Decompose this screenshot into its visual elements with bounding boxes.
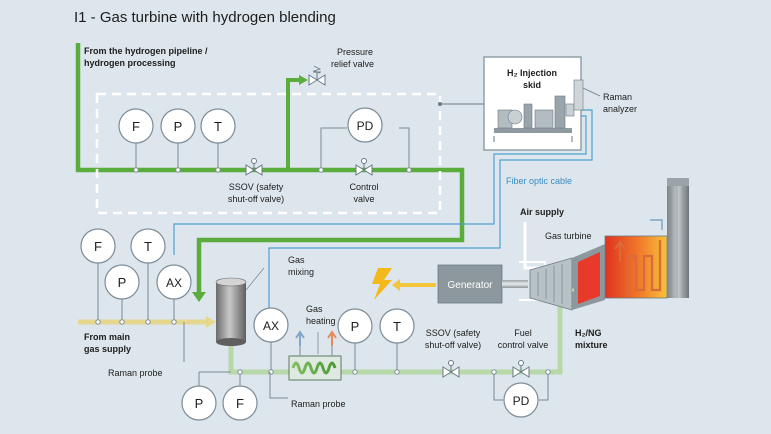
- hydrogen-pipe: [75, 43, 465, 296]
- instrument-pd-bottom: PD: [491, 369, 551, 418]
- label-main-gas-2: gas supply: [84, 344, 131, 354]
- electricity-icon: [372, 268, 392, 300]
- svg-text:P: P: [174, 119, 183, 134]
- label-gas-mixing-2: mixing: [288, 267, 314, 277]
- label-pressure-relief-2: relief valve: [331, 59, 374, 69]
- pressure-relief-valve: [308, 65, 326, 86]
- label-fuel-control-2: control valve: [498, 340, 549, 350]
- svg-text:T: T: [144, 239, 152, 254]
- gas-turbine: [519, 219, 668, 311]
- label-air-supply: Air supply: [520, 207, 564, 217]
- exhaust-stack: [667, 178, 689, 298]
- label-h2-source-1: From the hydrogen pipeline /: [84, 46, 208, 56]
- instrument-t-top: T: [200, 108, 236, 173]
- relief-branch-arrow: [299, 75, 308, 85]
- label-control-valve-1: Control: [349, 182, 378, 192]
- instrument-pd-top: PD: [318, 107, 412, 173]
- generator: Generator: [437, 264, 503, 304]
- instrument-p-top: P: [160, 108, 196, 173]
- svg-text:AX: AX: [166, 276, 182, 290]
- injection-skid-boundary: [95, 92, 442, 215]
- svg-text:F: F: [236, 396, 244, 411]
- natural-gas-arrow: [206, 316, 216, 328]
- label-ssov-top-1: SSOV (safety: [229, 182, 284, 192]
- label-mixture-1: H₂/NG: [575, 328, 602, 338]
- label-h2-source-2: hydrogen processing: [84, 58, 176, 68]
- skid-title-line1: H₂ Injection: [507, 68, 557, 78]
- label-raman-probe-bottom: Raman probe: [291, 399, 346, 409]
- svg-text:T: T: [393, 319, 401, 334]
- label-ssov-bottom-2: shut-off valve): [425, 340, 481, 350]
- relief-branch-pipe: [286, 78, 302, 170]
- hydrogen-flow-arrow: [192, 292, 206, 302]
- svg-text:F: F: [94, 239, 102, 254]
- label-fuel-control-1: Fuel: [514, 328, 532, 338]
- raman-probe-bottom-line: [269, 372, 288, 399]
- label-raman-analyzer-1: Raman: [603, 92, 632, 102]
- ssov-valve-top: [245, 158, 263, 176]
- gas-mixing-leader: [245, 267, 265, 291]
- skid-title-line2: skid: [523, 80, 541, 90]
- label-gas-turbine: Gas turbine: [545, 231, 592, 241]
- ssov-valve-bottom: [442, 360, 460, 378]
- svg-text:AX: AX: [263, 319, 279, 333]
- h2-injection-skid: H₂ Injection skid: [483, 56, 601, 151]
- label-ssov-top-2: shut-off valve): [228, 194, 284, 204]
- label-gas-heating-1: Gas: [306, 304, 323, 314]
- fiber-optic-cable-2: [173, 115, 587, 255]
- svg-text:PD: PD: [513, 394, 530, 408]
- label-gas-mixing-1: Gas: [288, 255, 305, 265]
- gas-heating-unit: [288, 330, 342, 381]
- label-gas-heating-2: heating: [306, 316, 336, 326]
- instrument-f-top: F: [118, 108, 154, 173]
- instrument-f-bottom: F: [222, 369, 258, 421]
- svg-text:P: P: [118, 275, 127, 290]
- control-valve-top: [355, 158, 373, 176]
- label-control-valve-2: valve: [353, 194, 374, 204]
- instrument-t-left: T: [130, 228, 166, 325]
- label-main-gas-1: From main: [84, 332, 130, 342]
- svg-text:PD: PD: [357, 119, 374, 133]
- svg-text:F: F: [132, 119, 140, 134]
- svg-text:Generator: Generator: [447, 280, 493, 291]
- instrument-ax-left: AX: [156, 264, 192, 325]
- page-title: I1 - Gas turbine with hydrogen blending: [74, 9, 336, 26]
- gas-mixing-tank: [215, 277, 247, 346]
- svg-text:P: P: [195, 396, 204, 411]
- instrument-p-left: P: [104, 264, 140, 325]
- fuel-control-valve: [512, 360, 530, 378]
- label-mixture-2: mixture: [575, 340, 608, 350]
- label-raman-analyzer-2: analyzer: [603, 104, 637, 114]
- label-pressure-relief-1: Pressure: [337, 47, 373, 57]
- instrument-p-bottom: P: [181, 371, 231, 421]
- label-raman-probe-left: Raman probe: [108, 368, 163, 378]
- instrument-ax-mid: AX: [253, 307, 289, 375]
- instrument-f-left: F: [80, 228, 116, 325]
- label-ssov-bottom-1: SSOV (safety: [426, 328, 481, 338]
- instrument-t-mid: T: [379, 308, 415, 375]
- label-fiber-optic: Fiber optic cable: [506, 176, 572, 186]
- turbine-shaft: [502, 280, 528, 288]
- svg-text:P: P: [351, 319, 360, 334]
- svg-text:T: T: [214, 119, 222, 134]
- instrument-p-mid: P: [337, 308, 373, 375]
- fiber-optic-cable: [268, 109, 593, 312]
- power-output-arrow: [392, 279, 436, 291]
